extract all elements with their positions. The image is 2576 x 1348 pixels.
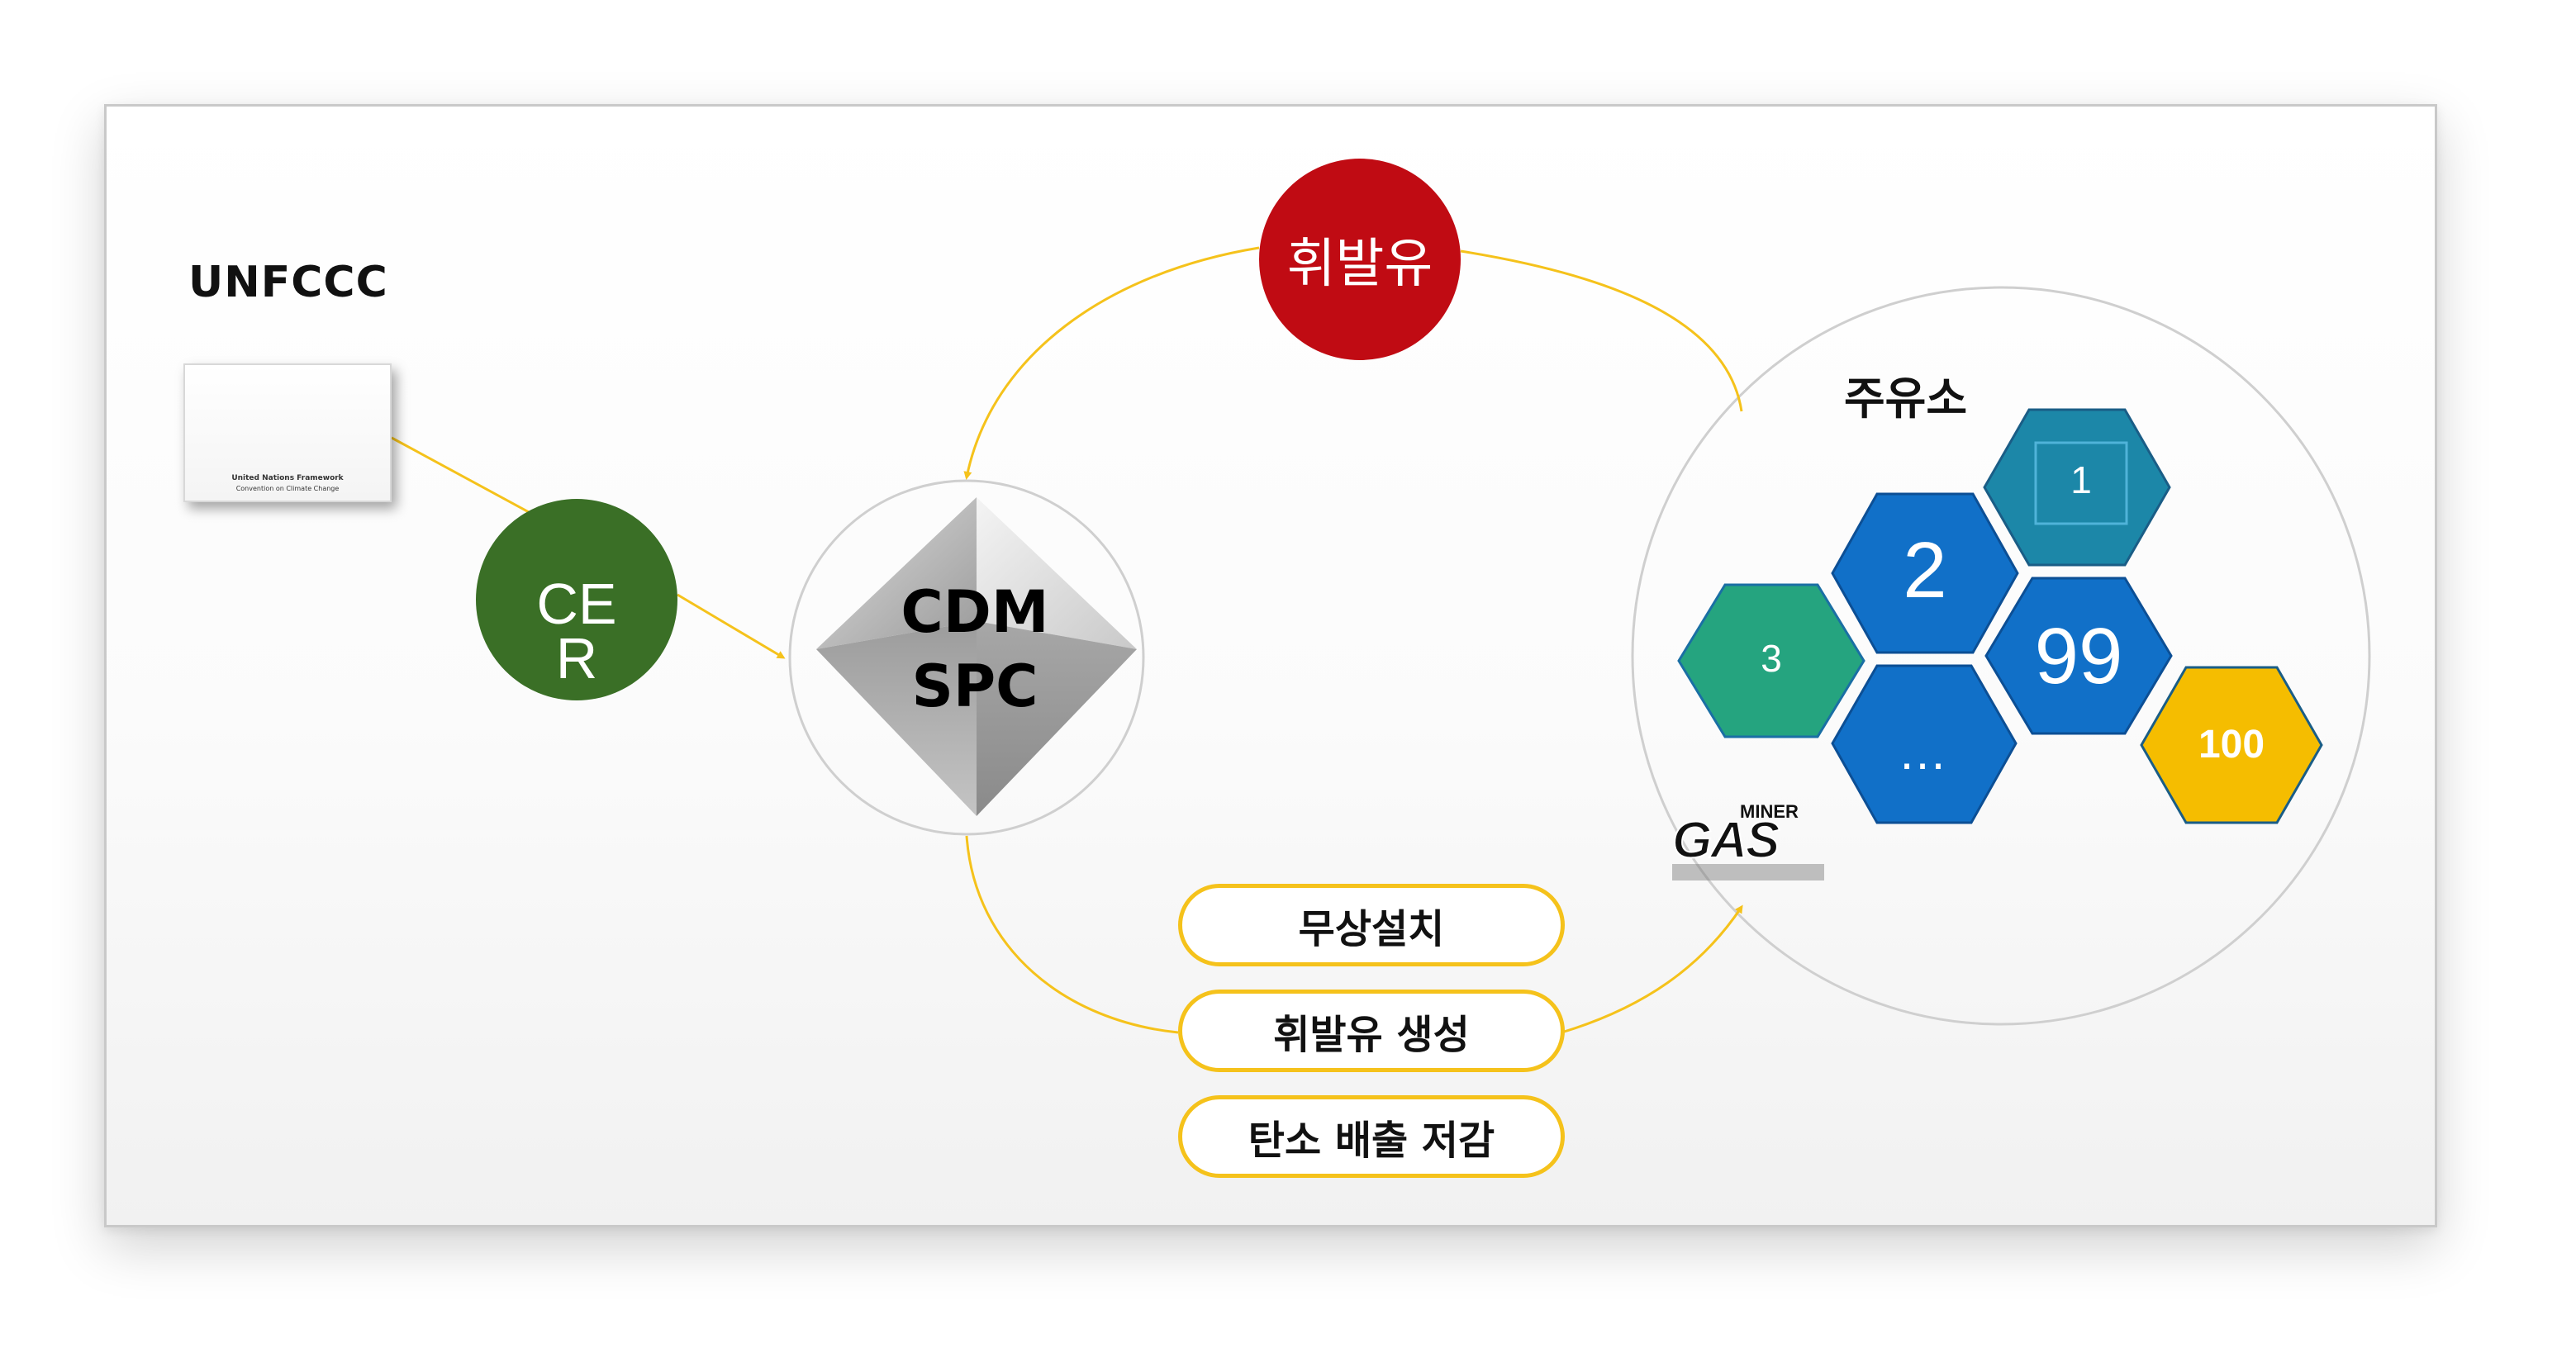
pill-carbon-reduction: 탄소 배출 저감 [1178,1095,1565,1178]
pill-oil-generation-label: 휘발유 생성 [1273,1012,1470,1058]
gas-station-circle-outline [1631,286,2371,1026]
arrow-oil-cdm [963,246,1260,480]
gas-miner-logo: MINER GAS [1671,801,1824,880]
hexagon-grid [1677,408,2323,824]
pill-free-installation: 무상설치 [1178,884,1565,966]
svg-text:MINER: MINER [1740,801,1799,822]
pill-carbon-reduction-label: 탄소 배출 저감 [1248,1118,1495,1164]
cer-node: CER [476,499,677,700]
connector-station-oil [1460,249,1743,412]
volatile-oil-node: 휘발유 [1259,159,1461,360]
volatile-oil-label: 휘발유 [1286,234,1433,295]
unfccc-title: UNFCCC [188,258,388,307]
cdm-circle-outline [788,479,1145,836]
cer-label: CER [536,572,617,691]
unfccc-logo-text-line2: Convention on Climate Change [235,485,340,492]
hexagon-99-label: 99 [2034,612,2123,700]
unfccc-logo-text-line1: United Nations Framework [231,474,344,482]
svg-text:GAS: GAS [1672,812,1780,869]
hexagon-3-label: 3 [1761,637,1782,680]
connector-unfccc-cer [391,436,530,514]
arrow-pills-station [1561,904,1743,1034]
pill-oil-generation: 휘발유 생성 [1178,990,1565,1072]
cdm-node-label: CDM SPC [859,575,1091,724]
arrow-cer-cdm [677,593,786,659]
cdm-pyramid-shape [816,497,1137,816]
hexagon-1 [1983,408,2171,567]
hexagon-2 [1831,492,2019,654]
hexagon-2-label: 2 [1903,526,1947,615]
cdm-label-line2: SPC [911,653,1038,720]
hexagon-ellipsis [1831,664,2018,824]
pill-free-installation-label: 무상설치 [1298,906,1445,952]
hexagon-ellipsis-label: … [1898,724,1952,780]
hexagon-3 [1677,583,1865,738]
connector-cdm-pills [965,835,1179,1034]
hexagon-100 [2140,666,2323,824]
hexagon-99 [1984,577,2173,735]
cdm-label-line1: CDM [901,578,1049,646]
unfccc-logo: United Nations Framework Convention on C… [183,363,392,502]
gas-station-title: 주유소 [1844,373,1968,425]
hexagon-100-label: 100 [2198,723,2265,767]
hexagon-1-label: 1 [2070,458,2092,501]
